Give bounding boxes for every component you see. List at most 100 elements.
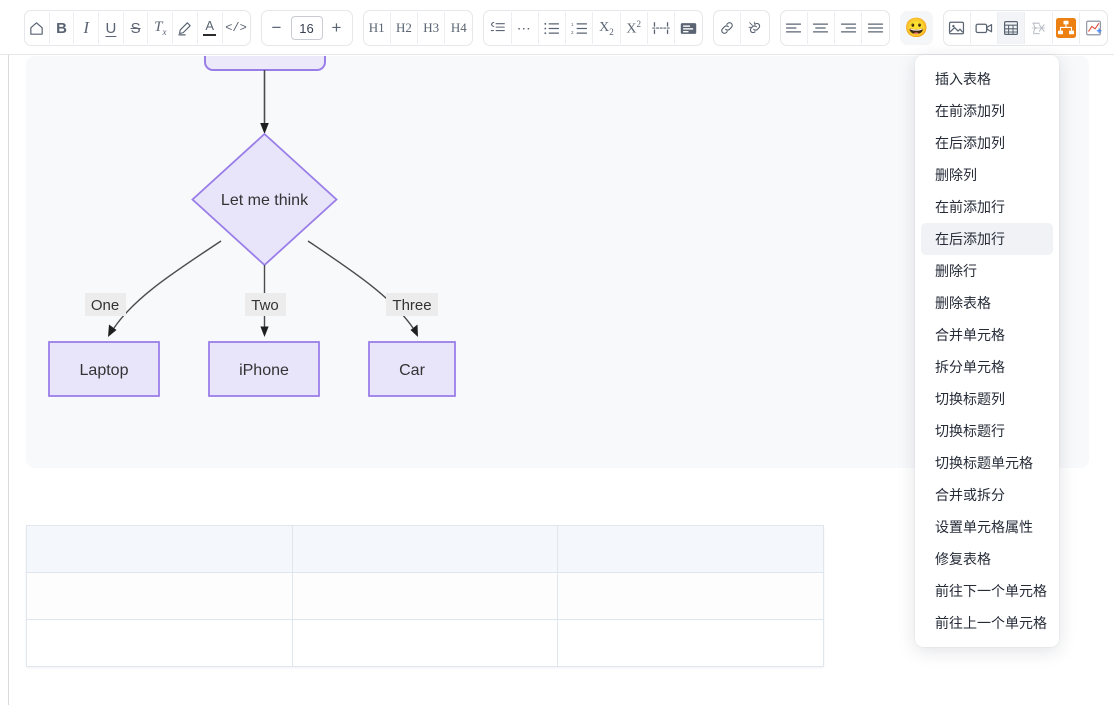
horizontal-rule-icon[interactable] (648, 12, 676, 44)
menu-item-add-column-after[interactable]: 在后添加列 (935, 135, 1005, 151)
heading-2-button[interactable]: H2 (391, 12, 419, 44)
table-row[interactable] (26, 525, 824, 573)
flowchart-node-decision-label: Let me think (221, 192, 309, 209)
insert-image-icon[interactable] (944, 12, 971, 44)
table-cell[interactable] (26, 525, 293, 573)
flowchart-edge-label-three-text: Three (392, 297, 431, 314)
heading-3-button[interactable]: H3 (418, 12, 446, 44)
menu-item-add-row-before[interactable]: 在前添加行 (935, 199, 1005, 215)
insert-group (942, 10, 1108, 46)
underline-label: U (105, 19, 117, 37)
unlink-icon[interactable] (741, 12, 768, 44)
table-cell[interactable] (291, 572, 559, 620)
insert-video-icon[interactable] (971, 12, 999, 44)
font-size-input[interactable]: 16 (290, 16, 323, 40)
font-size-stepper: − 16 + (260, 10, 353, 46)
document-table[interactable] (26, 525, 824, 667)
table-cell[interactable] (26, 619, 293, 667)
table-cell[interactable] (291, 525, 559, 573)
strike-label: S (130, 19, 141, 37)
font-size-increase-button[interactable]: + (331, 18, 342, 37)
insert-formula-icon[interactable] (1025, 12, 1053, 44)
italic-label: I (83, 18, 90, 37)
flowchart-node-laptop-label: Laptop (80, 362, 129, 379)
heading-3-label: H3 (423, 20, 440, 35)
bullet-list-icon[interactable] (539, 12, 567, 44)
menu-item-fix-table[interactable]: 修复表格 (935, 551, 991, 567)
font-size-decrease-button[interactable]: − (271, 18, 282, 37)
table-row[interactable] (26, 619, 824, 667)
flowchart-block[interactable]: Let me think (26, 56, 1089, 468)
menu-item-set-cell-attr[interactable]: 设置单元格属性 (935, 519, 1033, 535)
menu-item-toggle-header-cell[interactable]: 切换标题单元格 (935, 455, 1033, 471)
heading-1-button[interactable]: H1 (364, 12, 391, 44)
superscript-label: X2 (626, 18, 641, 37)
heading-group: H1 H2 H3 H4 (362, 10, 474, 46)
menu-item-delete-column[interactable]: 删除列 (935, 167, 977, 183)
align-group (779, 10, 891, 46)
block-format-group: ⋯ 1 2 X2 (483, 10, 704, 46)
marker-icon[interactable] (173, 12, 198, 44)
flowchart-node-car-label: Car (399, 362, 425, 379)
menu-item-insert-table[interactable]: 插入表格 (935, 71, 991, 87)
heading-2-label: H2 (395, 20, 412, 35)
menu-item-split-cell[interactable]: 拆分单元格 (935, 359, 1005, 375)
clear-format-button[interactable]: Tx (148, 12, 174, 44)
flowchart-edge-label-two-text: Two (251, 297, 279, 314)
align-left-icon[interactable] (781, 12, 808, 44)
align-justify-icon[interactable] (862, 12, 889, 44)
flowchart-edge-one (108, 240, 222, 337)
bold-label: B (56, 19, 67, 37)
ordered-list-icon[interactable]: 1 2 (566, 12, 594, 44)
menu-item-merge-cells[interactable]: 合并单元格 (935, 327, 1005, 343)
flowchart-node-laptop: Laptop (48, 341, 160, 397)
insert-flowchart-icon[interactable] (1053, 12, 1080, 44)
inline-code-label: </> (225, 21, 247, 35)
text-format-group: B I U S Tx A (24, 10, 251, 46)
menu-item-delete-row[interactable]: 删除行 (935, 263, 977, 279)
table-cell[interactable] (26, 572, 293, 620)
font-color-swatch (203, 33, 217, 37)
bold-button[interactable]: B (50, 12, 75, 44)
blockquote-icon[interactable] (484, 12, 512, 44)
insert-table-icon[interactable] (998, 12, 1026, 44)
insert-chart-icon[interactable] (1080, 12, 1107, 44)
font-color-icon[interactable]: A (198, 12, 223, 44)
table-cell[interactable] (557, 619, 824, 667)
menu-item-toggle-header-row[interactable]: 切换标题行 (935, 423, 1005, 439)
svg-text:1: 1 (571, 21, 574, 26)
svg-text:2: 2 (571, 29, 574, 34)
align-center-icon[interactable] (808, 12, 836, 44)
menu-item-merge-or-split[interactable]: 合并或拆分 (935, 487, 1005, 503)
table-context-menu: 插入表格 在前添加列 在后添加列 删除列 在前添加行 在后添加行 删除行 删除表… (915, 55, 1059, 647)
flowchart-node-iphone-label: iPhone (239, 362, 289, 379)
heading-4-button[interactable]: H4 (445, 12, 472, 44)
table-cell[interactable] (557, 572, 824, 620)
menu-item-delete-table[interactable]: 删除表格 (935, 295, 991, 311)
toolbar: B I U S Tx A (0, 0, 1114, 55)
emoji-icon[interactable]: 😀 (900, 11, 933, 45)
link-icon[interactable] (714, 12, 742, 44)
more-options-icon[interactable]: ⋯ (512, 12, 539, 44)
menu-item-go-prev-cell[interactable]: 前往上一个单元格 (935, 615, 1047, 631)
table-row[interactable] (26, 572, 824, 620)
flowchart-edge-label-one-text: One (91, 297, 119, 314)
menu-item-add-row-after[interactable]: 在后添加行 (921, 223, 1053, 255)
italic-button[interactable]: I (74, 12, 100, 44)
home-icon[interactable] (25, 12, 50, 44)
menu-item-toggle-header-column[interactable]: 切换标题列 (935, 391, 1005, 407)
superscript-icon[interactable]: X2 (621, 12, 648, 44)
align-right-icon[interactable] (835, 12, 863, 44)
code-block-icon[interactable] (675, 12, 702, 44)
underline-button[interactable]: U (99, 12, 124, 44)
strikethrough-button[interactable]: S (124, 12, 149, 44)
flowchart-svg: Let me think (48, 56, 456, 397)
clear-format-label: Tx (154, 19, 167, 37)
heading-4-label: H4 (450, 20, 467, 35)
table-cell[interactable] (557, 525, 824, 573)
menu-item-add-column-before[interactable]: 在前添加列 (935, 103, 1005, 119)
menu-item-go-next-cell[interactable]: 前往下一个单元格 (935, 583, 1047, 599)
inline-code-icon[interactable]: </> (223, 12, 250, 44)
subscript-icon[interactable]: X2 (593, 12, 621, 44)
table-cell[interactable] (291, 619, 559, 667)
